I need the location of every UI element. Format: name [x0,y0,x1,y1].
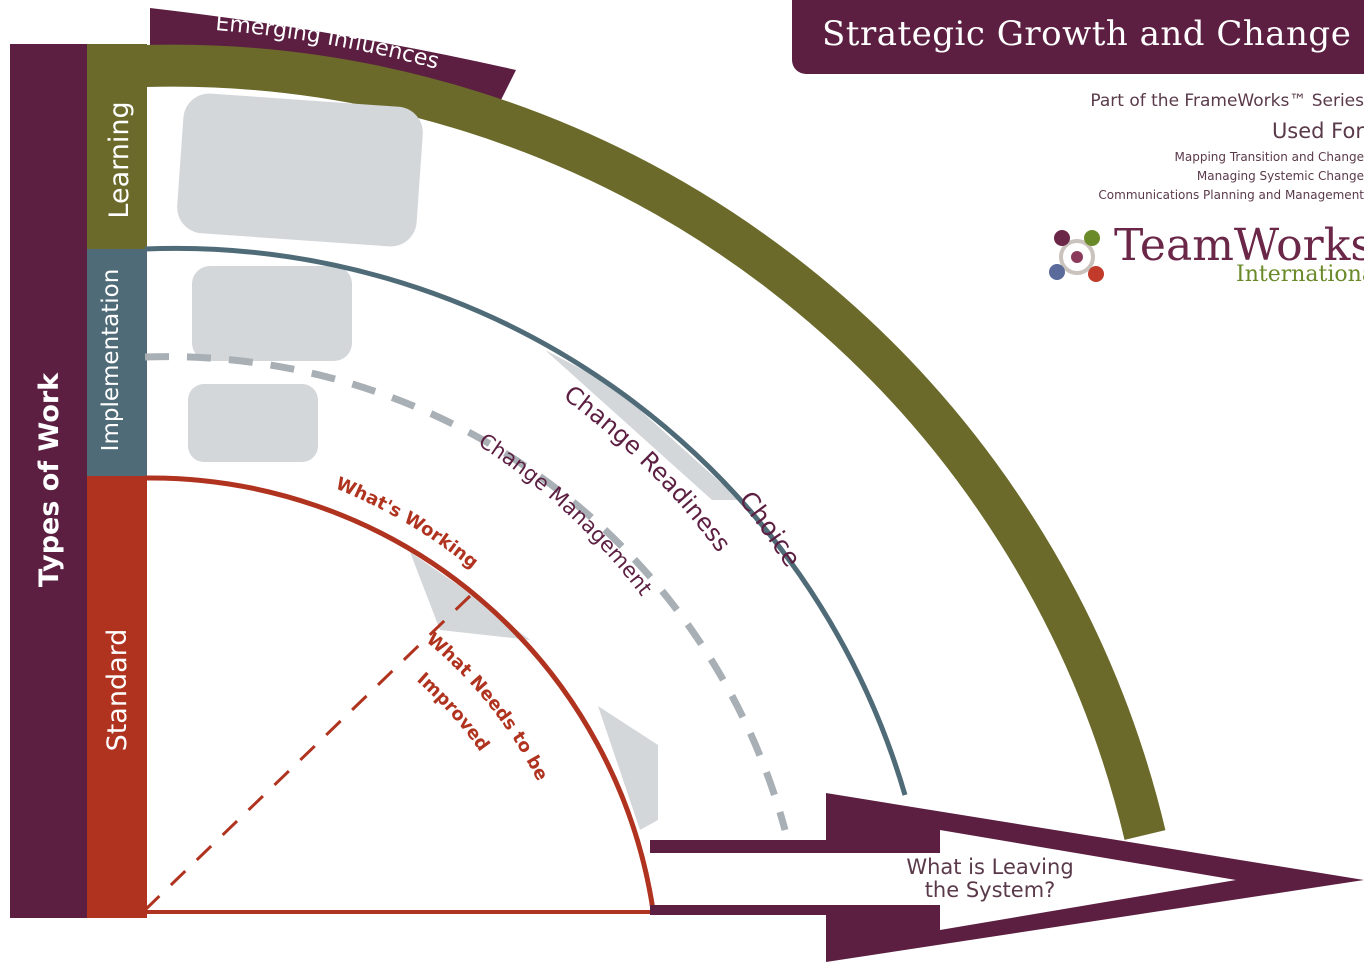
leaving-label-2: the System? [925,878,1056,902]
logo-subtitle: International [1236,262,1364,287]
people-circle-icon [1049,230,1104,282]
use-item-3: Communications Planning and Management [1098,188,1364,202]
leaving-arrow [650,793,1364,962]
use-item-1: Mapping Transition and Change [1174,150,1364,164]
use-item-2: Managing Systemic Change [1196,169,1364,183]
standard-quarter [144,475,656,911]
standard-label: Standard [102,629,133,752]
readiness-wedge [545,350,740,500]
learning-placeholder [177,93,423,247]
implementation-band [87,249,147,476]
leaving-label-1: What is Leaving [906,855,1073,879]
types-of-work-bar [10,44,87,918]
page-title: Strategic Growth and Change [822,14,1352,54]
choice-arc [144,245,908,796]
learning-label: Learning [104,101,135,218]
title-banner: Strategic Growth and Change [792,0,1364,74]
standard-band [87,476,147,918]
learning-band [87,44,147,249]
learning-arc [144,44,1166,840]
choice-label: Choice [733,486,806,572]
implementation-placeholder-2 [188,384,318,462]
series-info: Part of the FrameWorks™ Series Used For … [1090,88,1364,205]
series-label: Part of the FrameWorks™ Series [1090,91,1364,111]
change-management-arc [144,353,789,831]
improved-wedge [598,706,658,830]
used-for-heading: Used For [1271,119,1364,143]
teamworks-logo: TeamWorks International [1044,220,1364,290]
implementation-label: Implementation [98,269,124,452]
implementation-placeholder-1 [192,266,352,361]
types-of-work-label: Types of Work [34,372,65,587]
standard-divider [143,594,472,912]
logo-name: TeamWorks [1114,220,1364,271]
